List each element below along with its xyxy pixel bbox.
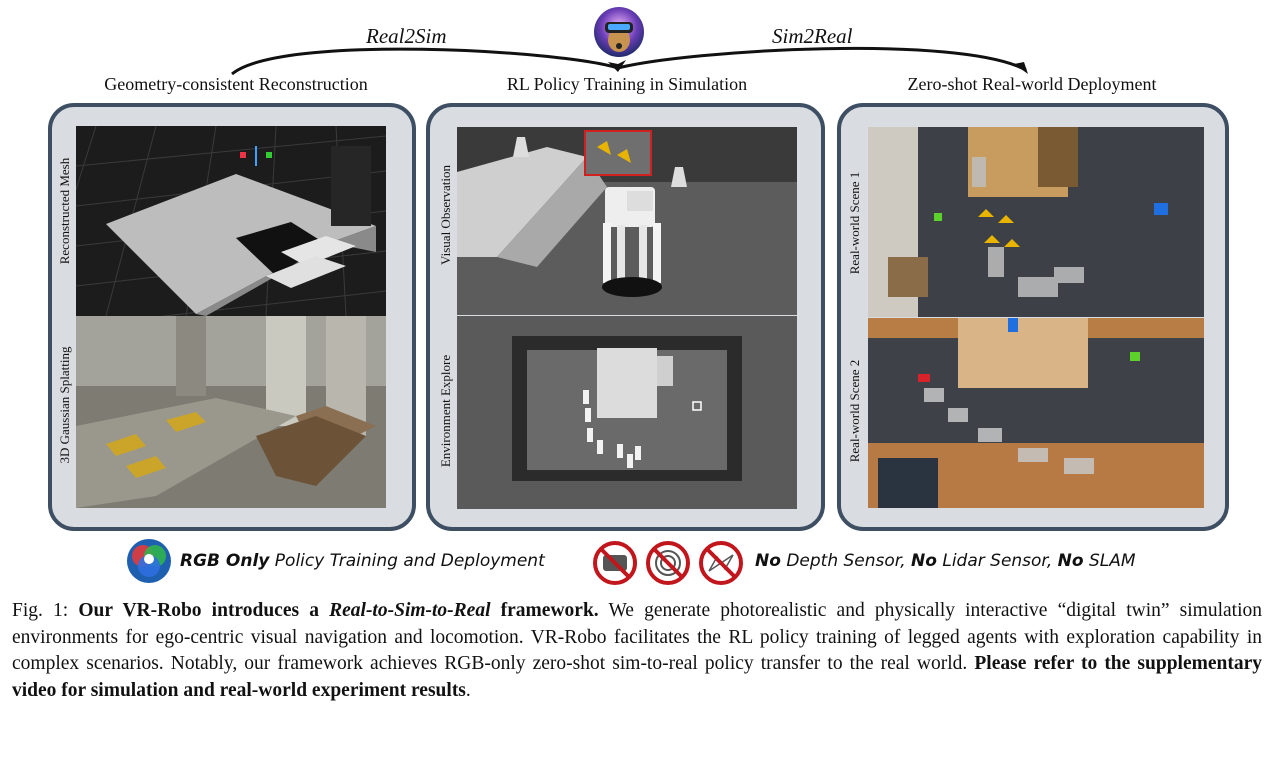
caption-bold-3: Please refer to the supplementary video … <box>12 653 1262 701</box>
no-label-2: No <box>911 551 937 571</box>
no-sensor-legend: No Depth Sensor, No Lidar Sensor, No SLA… <box>755 551 1136 571</box>
robot-dog-mascot-icon <box>594 7 644 57</box>
no-label-3: No <box>1057 551 1084 571</box>
reconstructed-mesh-image <box>76 126 386 316</box>
panel-title-reconstruction: Geometry-consistent Reconstruction <box>104 74 368 94</box>
real2sim-label: Real2Sim <box>366 24 447 48</box>
view-label-scene-1: Real-world Scene 1 <box>847 171 862 275</box>
panel-title-deployment: Zero-shot Real-world Deployment <box>907 74 1157 94</box>
slam-label: SLAM <box>1083 551 1136 571</box>
caption-bold-2: framework. <box>490 600 599 621</box>
caption-bold-italic: Real-to-Sim-to-Real <box>329 600 491 621</box>
caption-body: We generate photorealistic and physicall… <box>12 600 1262 675</box>
no-label-1: No <box>755 551 781 571</box>
no-lidar-sensor-icon <box>646 541 690 585</box>
caption-end: . <box>465 679 471 701</box>
flow-arrow <box>231 46 1028 76</box>
rgb-only-legend: RGB Only Policy Training and Deployment <box>180 551 545 571</box>
view-label-visual-observation: Visual Observation <box>438 165 453 265</box>
sim2real-label: Sim2Real <box>772 24 853 48</box>
no-slam-icon <box>699 541 743 585</box>
visual-observation-image <box>457 127 797 315</box>
lidar-sensor-label: Lidar Sensor, <box>936 551 1058 571</box>
view-label-environment-explore: Environment Explore <box>438 354 453 468</box>
caption-fig-label: Fig. 1: <box>12 600 79 621</box>
real-world-scene-1-image <box>868 127 1204 317</box>
caption-bold-1: Our VR-Robo introduces a <box>78 600 330 621</box>
rgb-only-label: RGB Only <box>180 551 270 571</box>
rgb-icon <box>127 539 171 583</box>
gaussian-splatting-image <box>76 316 386 508</box>
real-world-scene-2-image <box>868 318 1204 508</box>
view-label-scene-2: Real-world Scene 2 <box>847 359 862 463</box>
depth-sensor-label: Depth Sensor, <box>780 551 912 571</box>
view-label-gaussian: 3D Gaussian Splatting <box>57 346 72 464</box>
figure-caption: Fig. 1: Our VR-Robo introduces a Real-to… <box>12 598 1262 704</box>
no-depth-sensor-icon <box>593 541 637 585</box>
environment-explore-image <box>457 316 797 509</box>
rgb-only-desc: Policy Training and Deployment <box>269 551 545 571</box>
view-label-mesh: Reconstructed Mesh <box>57 157 72 265</box>
panel-title-training: RL Policy Training in Simulation <box>506 74 748 94</box>
